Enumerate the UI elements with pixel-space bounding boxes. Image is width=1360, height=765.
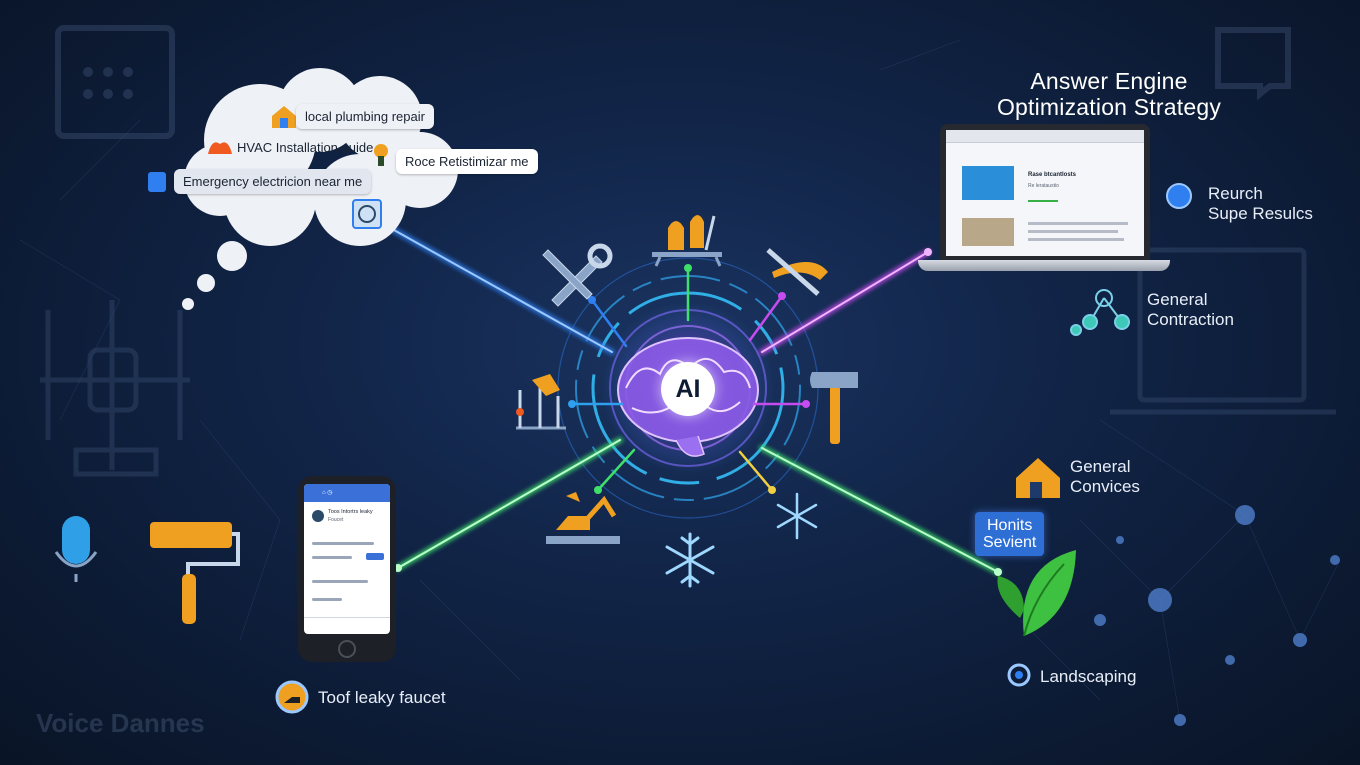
saw-icon (766, 248, 828, 296)
snowflake-icon (665, 532, 715, 588)
ghost-laptop-icon (1110, 247, 1336, 415)
landscaping-node-icon (1007, 663, 1031, 687)
result-line (1028, 222, 1128, 225)
faucet-node-icon (275, 680, 309, 714)
result-heading: Rase btcantlosts (1028, 172, 1077, 178)
phone-button (366, 553, 384, 560)
ghost-voice-label: Voice Dannes (36, 708, 205, 738)
plumbing-tools-icon (652, 215, 722, 267)
query-roce: Roce Retistimizar me (396, 149, 538, 174)
query-hvac: HVAC Installation guide (237, 140, 374, 155)
connection-beams (382, 222, 1001, 575)
welding-icon (516, 374, 566, 430)
result-line (1028, 230, 1118, 233)
phone-line (312, 556, 352, 559)
grid-app-icon (55, 25, 175, 139)
network-icon (1070, 289, 1130, 336)
result-line (1028, 238, 1124, 241)
label-search-results: Reurch Supe Resulcs (1208, 184, 1313, 223)
pin-icon (374, 144, 388, 166)
home-button (338, 640, 356, 658)
leaf-icon (997, 550, 1076, 637)
chat-bubble-icon (1215, 27, 1291, 101)
phone-item-title: Toos Intortrs leaky (328, 509, 373, 515)
plug-icon (148, 172, 166, 192)
query-electrician: Emergency electricion near me (174, 169, 372, 194)
phone-line (312, 598, 342, 601)
laptop-base (918, 260, 1170, 271)
query-plumbing: local plumbing repair (296, 104, 434, 129)
browser-bar (946, 130, 1144, 143)
label-general-convices: General Convices (1070, 457, 1140, 496)
honits-sign: Honits Sevient (975, 512, 1045, 556)
phone-header: ⌂ ◷ (304, 484, 390, 502)
result-thumbnail-2 (962, 218, 1014, 246)
phone-screen: ⌂ ◷ Toos Intortrs leaky Foucet (304, 484, 390, 634)
wrench-icon (542, 243, 613, 307)
smartphone: ⌂ ◷ Toos Intortrs leaky Foucet (298, 476, 396, 662)
label-faucet-query: Toof leaky faucet (318, 688, 446, 707)
result-subtitle: Re lerataustio (1028, 183, 1059, 189)
result-line (1028, 200, 1058, 202)
ai-badge: AI (661, 362, 715, 416)
microphone-icon (54, 516, 98, 582)
phone-line (312, 580, 368, 583)
tool-box-icon (352, 199, 382, 229)
paint-roller-icon (150, 522, 240, 624)
house-small-icon (272, 106, 296, 128)
laptop-search-results: Rase btcantlosts Re lerataustio (940, 124, 1150, 260)
phone-item-sub: Foucet (328, 517, 344, 523)
phone-line (312, 542, 374, 545)
search-node-icon (1166, 183, 1192, 209)
hvac-icon (208, 142, 232, 154)
label-general-contraction: General Contraction (1147, 290, 1234, 329)
snowflake-icon (776, 492, 818, 540)
avatar (312, 510, 324, 522)
ghost-tower-icon (40, 300, 190, 477)
result-thumbnail (962, 166, 1014, 200)
page-title: Answer Engine Optimization Strategy (996, 68, 1222, 120)
hammer-icon (810, 372, 858, 444)
phone-tabbar (304, 617, 390, 634)
excavator-icon (546, 492, 620, 544)
beam-nodes (381, 221, 1002, 576)
house-icon (1016, 458, 1060, 498)
label-landscaping: Landscaping (1040, 667, 1137, 686)
